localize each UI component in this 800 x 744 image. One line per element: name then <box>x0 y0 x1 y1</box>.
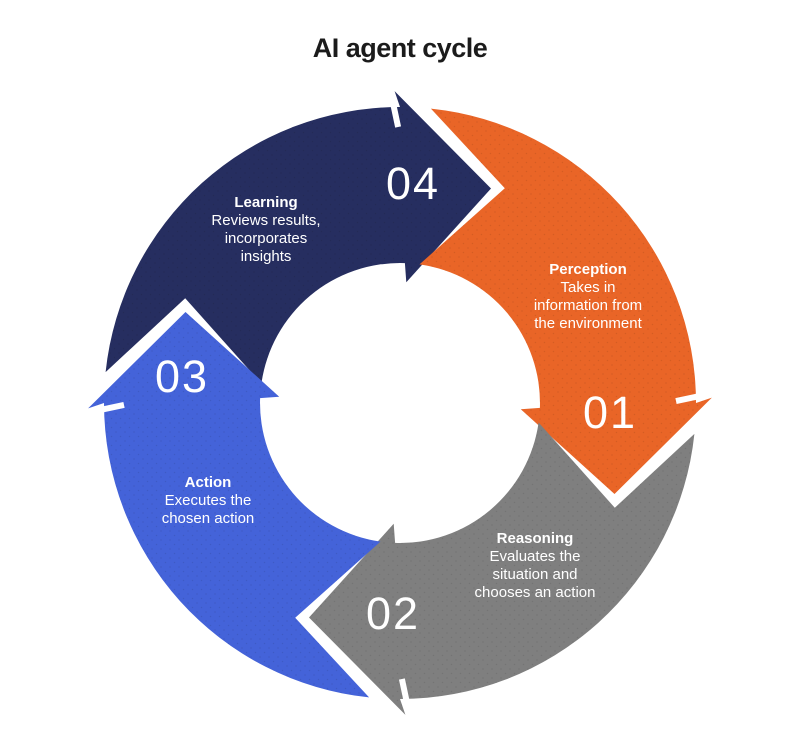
segment-desc-line: incorporates <box>224 230 308 247</box>
segment-desc-line: Executes the <box>164 492 252 509</box>
segment-desc-line: chooses an action <box>474 584 596 601</box>
segment-desc-line: information from <box>533 297 643 314</box>
segment-label-reasoning: Reasoning Evaluates the situation and ch… <box>475 530 596 602</box>
segment-number-reasoning: 02 <box>365 588 421 639</box>
segment-desc-line: Evaluates the <box>489 548 581 565</box>
segment-title-action: Action <box>184 474 232 491</box>
segment-title-perception: Perception <box>549 261 627 278</box>
segment-desc-line: situation and <box>492 566 578 583</box>
segment-desc-line: Takes in <box>560 279 616 296</box>
segment-label-perception: Perception Takes in information from the… <box>534 261 642 333</box>
segment-desc-line: chosen action <box>161 510 255 527</box>
diagram-title: AI agent cycle <box>312 33 488 63</box>
segment-label-learning: Learning Reviews results, incorporates i… <box>211 194 320 266</box>
segment-title-reasoning: Reasoning <box>496 530 574 547</box>
segment-title-learning: Learning <box>234 194 298 211</box>
segment-number-learning: 04 <box>385 158 441 209</box>
segment-number-perception: 01 <box>582 387 638 438</box>
segment-desc-line: Reviews results, <box>211 212 321 229</box>
segment-number-action: 03 <box>154 351 210 402</box>
segment-desc-line: the environment <box>534 315 642 332</box>
segment-desc-line: insights <box>240 248 292 265</box>
segment-label-action: Action Executes the chosen action <box>162 474 255 528</box>
